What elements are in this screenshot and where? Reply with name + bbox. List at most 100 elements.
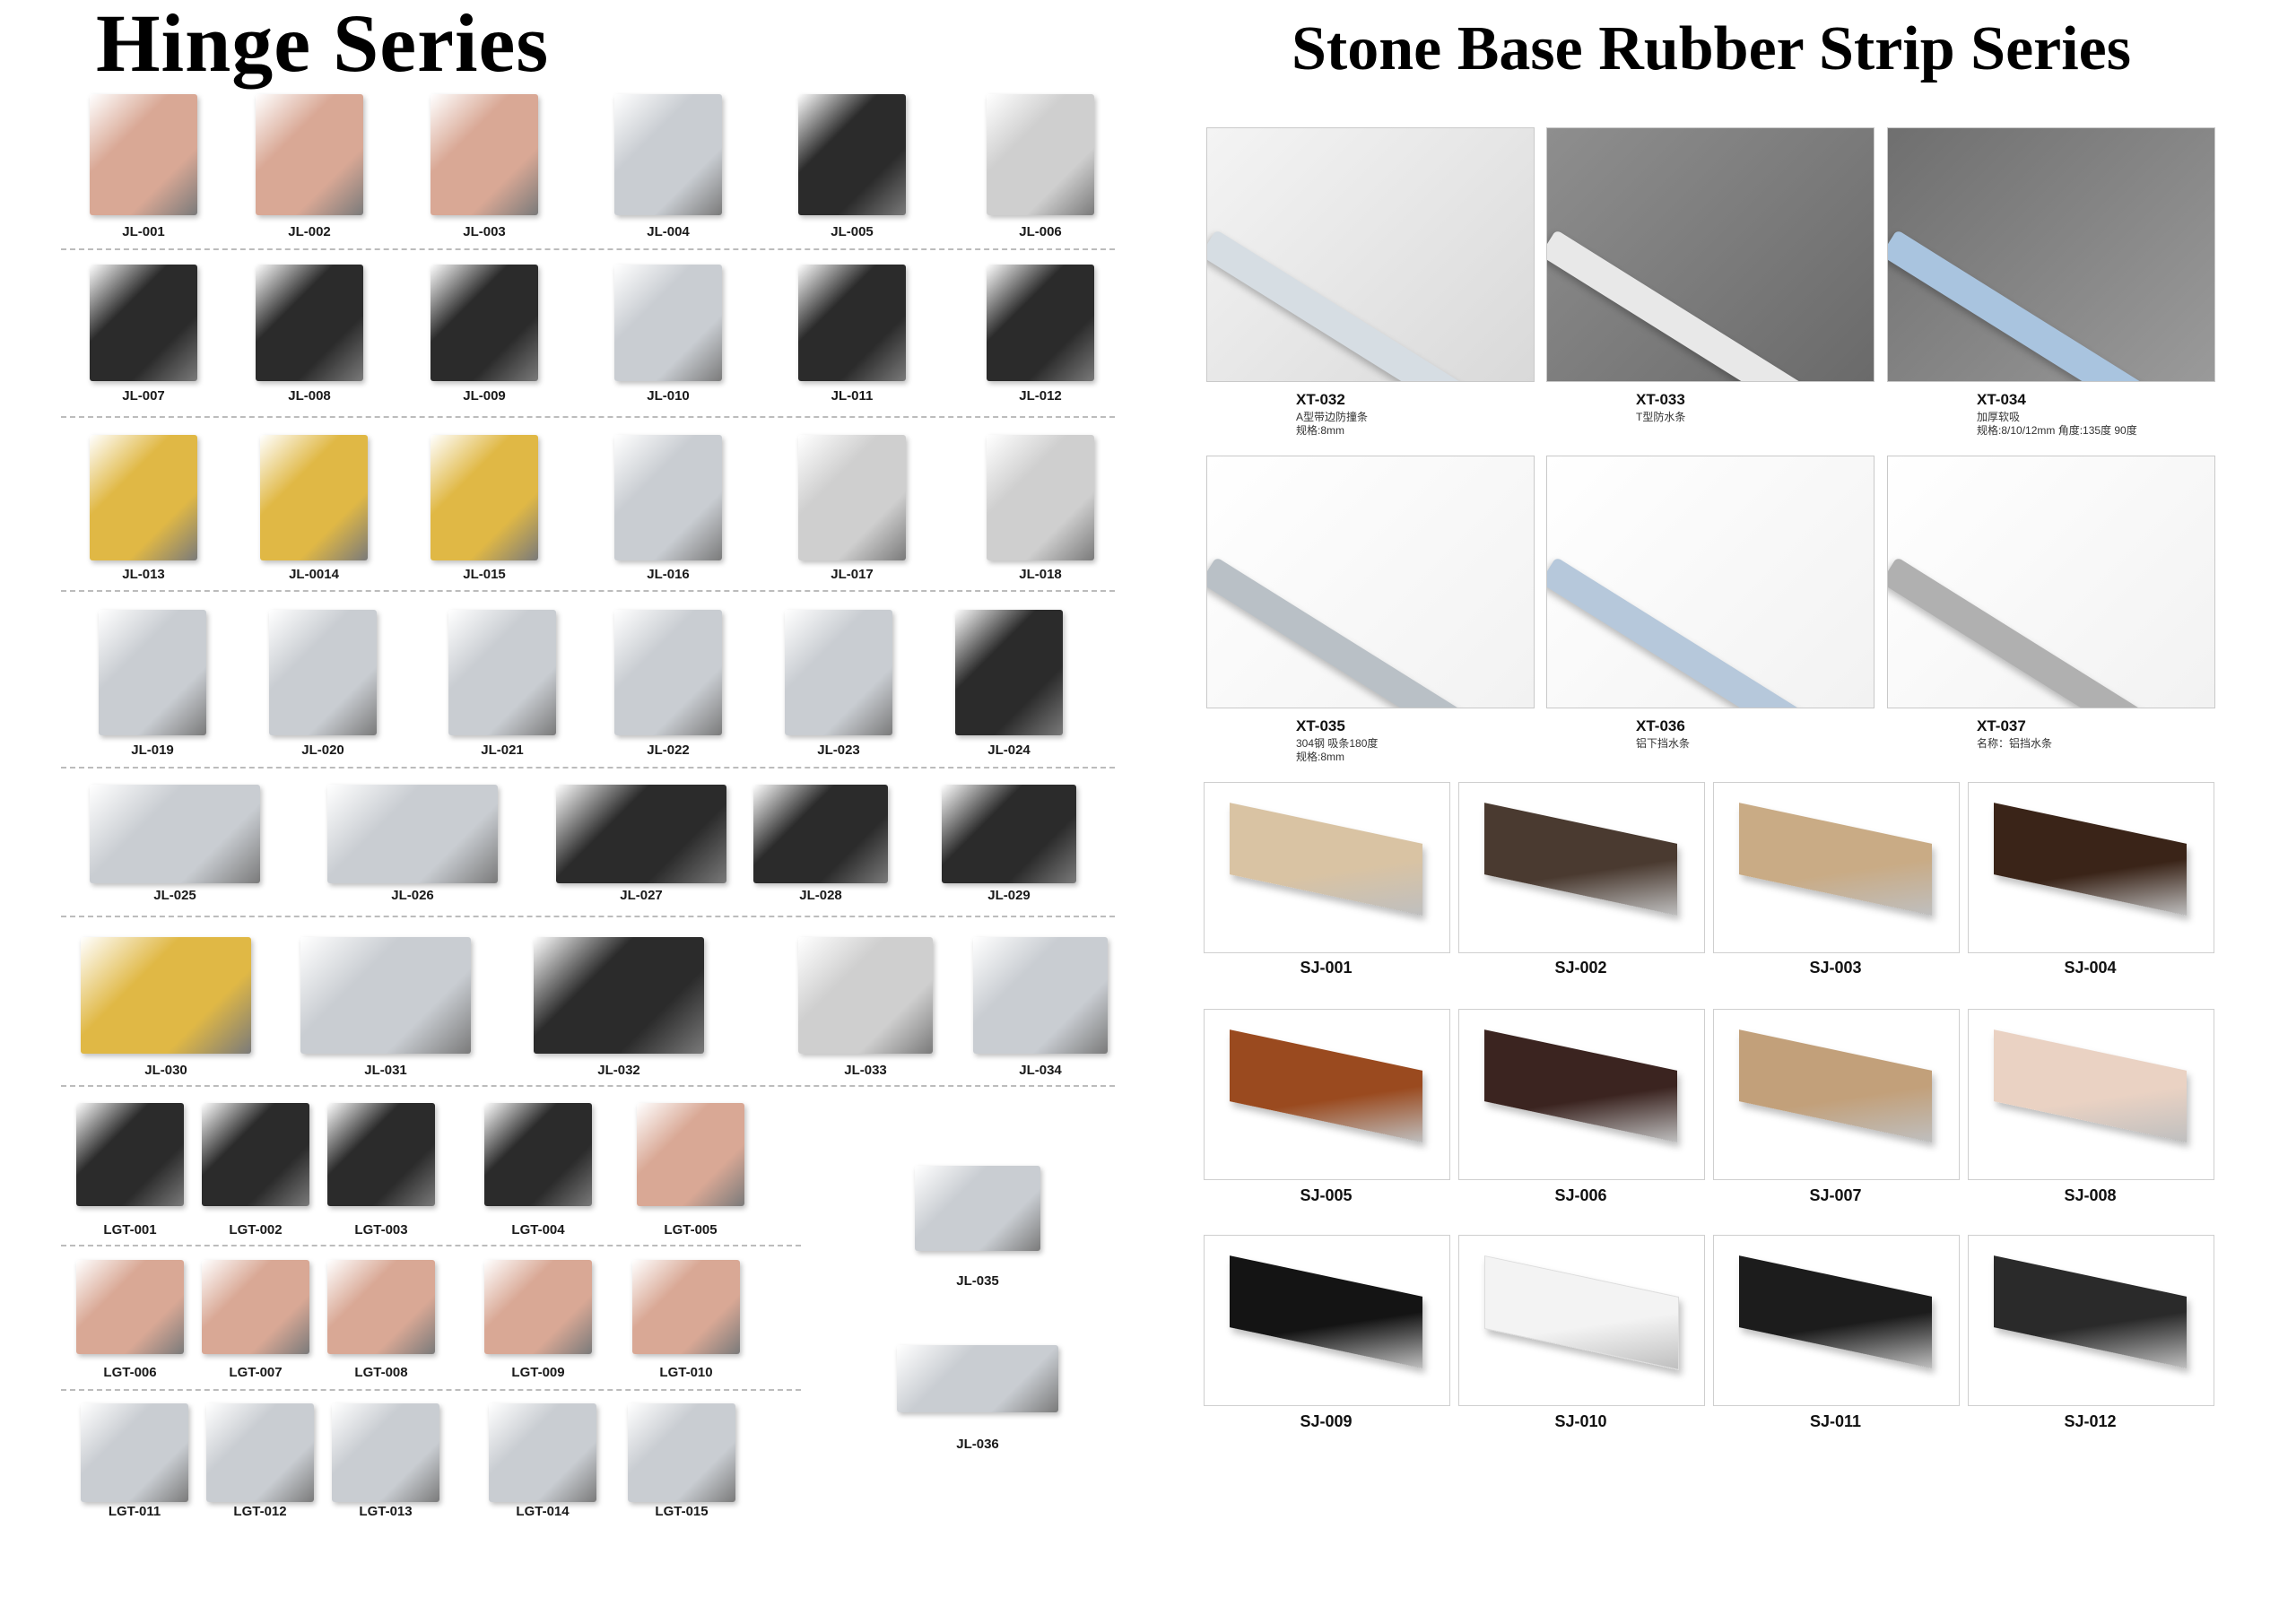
stone-base-photo xyxy=(1458,782,1705,953)
hinge-photo xyxy=(987,94,1094,215)
hinge-photo xyxy=(202,1260,309,1354)
stone-base-code: SJ-002 xyxy=(1554,959,1607,977)
stone-base-photo xyxy=(1713,1235,1960,1406)
hinge-code-label: JL-024 xyxy=(987,743,1031,758)
hinge-photo xyxy=(300,937,471,1054)
hinge-photo xyxy=(256,94,363,215)
hinge-code-label: JL-025 xyxy=(153,888,196,903)
hinge-series-title: Hinge Series xyxy=(96,0,550,89)
hinge-item: JL-004 xyxy=(596,94,740,242)
hinge-item: LGT-007 xyxy=(184,1260,327,1383)
rubber-strip-note-line: 铝下挡水条 xyxy=(1636,737,1691,750)
rubber-strip-photo xyxy=(1887,127,2215,382)
hinge-item: JL-007 xyxy=(72,265,215,406)
hinge-item: JL-016 xyxy=(596,435,740,585)
hinge-photo xyxy=(798,265,906,381)
hinge-code-label: JL-029 xyxy=(987,888,1031,903)
stone-base-code: SJ-008 xyxy=(2064,1186,2117,1204)
hinge-code-label: LGT-006 xyxy=(103,1365,157,1380)
stone-base-photo xyxy=(1968,1235,2214,1406)
hinge-item: JL-026 xyxy=(327,785,498,906)
hinge-photo xyxy=(81,937,251,1054)
stone-base-profile xyxy=(1994,1255,2187,1368)
stone-base-code: SJ-007 xyxy=(1809,1186,1862,1204)
rubber-strip-photo xyxy=(1546,456,1875,708)
rubber-strip-description: A型带边防撞条规格:8mm xyxy=(1296,411,1368,438)
hinge-code-label: JL-005 xyxy=(831,224,874,239)
hinge-photo xyxy=(431,94,538,215)
rubber-strip-description: 304钢 吸条180度规格:8mm xyxy=(1296,737,1378,764)
rubber-strip-profile xyxy=(1547,229,1846,381)
hinge-item: JL-017 xyxy=(780,435,924,585)
stone-base-code: SJ-010 xyxy=(1554,1412,1607,1430)
rubber-strip-code: XT-032 xyxy=(1296,391,1345,408)
stone-base-photo xyxy=(1713,1009,1960,1180)
hinge-photo xyxy=(614,265,722,381)
stone-base-code: SJ-011 xyxy=(1809,1412,1862,1430)
hinge-code-label: JL-032 xyxy=(597,1063,640,1078)
rubber-strip-code: XT-037 xyxy=(1977,717,2026,734)
hinge-code-label: JL-016 xyxy=(647,567,690,582)
stone-base-profile xyxy=(1484,1255,1679,1371)
hinge-item: JL-013 xyxy=(72,435,215,585)
hinge-item: JL-018 xyxy=(969,435,1112,585)
hinge-code-label: JL-018 xyxy=(1019,567,1062,582)
hinge-code-label: JL-020 xyxy=(301,743,344,758)
rubber-strip-photo xyxy=(1546,127,1875,382)
rubber-strip-code: XT-033 xyxy=(1636,391,1685,408)
hinge-item: JL-025 xyxy=(90,785,260,906)
hinge-photo xyxy=(942,785,1076,883)
hinge-item: JL-032 xyxy=(534,937,704,1081)
hinge-photo xyxy=(628,1403,735,1502)
hinge-photo xyxy=(202,1103,309,1206)
hinge-item: JL-0014 xyxy=(242,435,386,585)
hinge-code-label: JL-031 xyxy=(364,1063,407,1078)
hinge-item: JL-020 xyxy=(251,610,395,760)
hinge-item: JL-012 xyxy=(969,265,1112,406)
hinge-photo xyxy=(637,1103,744,1206)
hinge-photo xyxy=(90,435,197,560)
hinge-code-label: JL-001 xyxy=(122,224,165,239)
stone-base-code: SJ-006 xyxy=(1554,1186,1607,1204)
strip-series-title: Stone Base Rubber Strip Series xyxy=(1292,14,2131,83)
stone-base-profile xyxy=(1994,803,2187,916)
hinge-item: LGT-006 xyxy=(58,1260,202,1383)
hinge-item: LGT-002 xyxy=(184,1103,327,1240)
rubber-strip-profile xyxy=(1547,557,1846,708)
rubber-strip-photo xyxy=(1206,456,1535,708)
hinge-item: JL-023 xyxy=(767,610,910,760)
hinge-photo xyxy=(484,1260,592,1354)
hinge-code-label: LGT-010 xyxy=(659,1365,713,1380)
hinge-code-label: JL-028 xyxy=(799,888,842,903)
hinge-photo xyxy=(99,610,206,735)
rubber-strip-profile xyxy=(1207,229,1506,381)
rubber-strip-note-line: A型带边防撞条 xyxy=(1296,411,1369,423)
hinge-code-label: LGT-009 xyxy=(511,1365,565,1380)
hinge-code-label: LGT-003 xyxy=(354,1222,408,1238)
stone-base-photo xyxy=(1458,1235,1705,1406)
rubber-strip-note-line: 规格:8mm xyxy=(1296,751,1345,763)
stone-base-profile xyxy=(1484,1029,1677,1142)
hinge-photo xyxy=(81,1403,188,1502)
hinge-code-label: LGT-008 xyxy=(354,1365,408,1380)
hinge-code-label: JL-036 xyxy=(956,1437,999,1452)
stone-base-code: SJ-009 xyxy=(1300,1412,1353,1430)
hinge-photo xyxy=(785,610,892,735)
row-divider xyxy=(61,416,1115,418)
hinge-code-label: JL-027 xyxy=(620,888,663,903)
hinge-item: LGT-013 xyxy=(314,1403,457,1522)
hinge-code-label: JL-030 xyxy=(144,1063,187,1078)
row-divider xyxy=(61,590,1115,592)
hinge-code-label: JL-013 xyxy=(122,567,165,582)
stone-base-profile xyxy=(1230,1029,1422,1142)
hinge-photo xyxy=(90,785,260,883)
row-divider xyxy=(61,916,1115,917)
hinge-code-label: JL-002 xyxy=(288,224,331,239)
hinge-code-label: LGT-012 xyxy=(233,1504,287,1519)
hinge-code-label: JL-035 xyxy=(956,1273,999,1289)
rubber-strip-code: XT-035 xyxy=(1296,717,1345,734)
hinge-photo xyxy=(534,937,704,1054)
hinge-item: JL-008 xyxy=(238,265,381,406)
hinge-code-label: JL-034 xyxy=(1019,1063,1062,1078)
rubber-strip-note-line: 规格:8/10/12mm 角度:135度 90度 xyxy=(1977,424,2137,437)
